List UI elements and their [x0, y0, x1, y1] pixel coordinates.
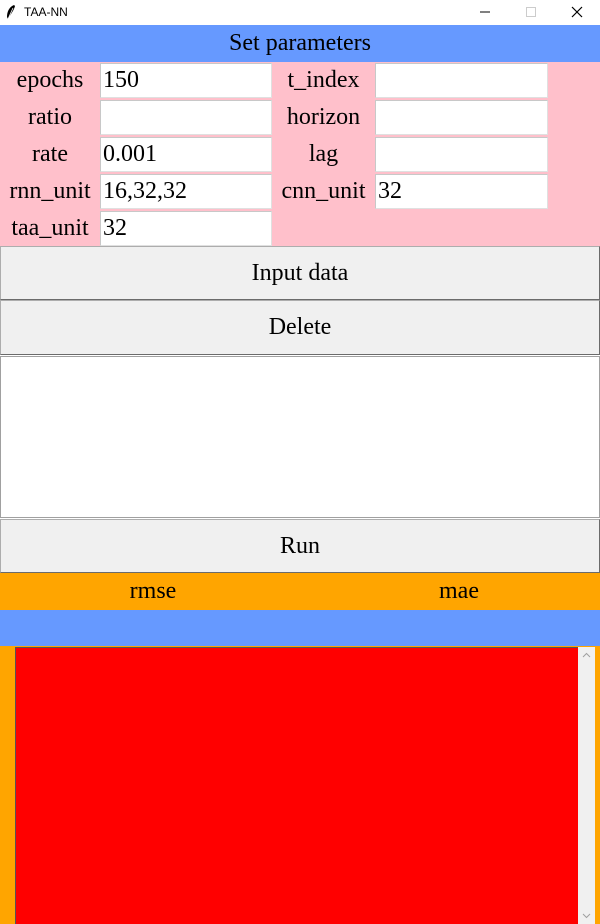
- mae-label: mae: [439, 578, 479, 604]
- output-canvas[interactable]: [15, 647, 578, 924]
- window-titlebar: TAA-NN: [0, 0, 600, 25]
- t-index-input[interactable]: [375, 63, 548, 98]
- lag-input[interactable]: [375, 137, 548, 172]
- cnn-unit-label: cnn_unit: [281, 178, 366, 204]
- epochs-input[interactable]: [100, 63, 272, 98]
- maximize-icon: [526, 7, 536, 17]
- minimize-button[interactable]: [462, 0, 508, 25]
- ratio-input[interactable]: [100, 100, 272, 135]
- horizon-input[interactable]: [375, 100, 548, 135]
- minimize-icon: [480, 11, 490, 13]
- rate-label: rate: [32, 141, 68, 167]
- results-bar: [0, 610, 600, 646]
- input-data-button[interactable]: Input data: [0, 246, 600, 300]
- feather-icon: [7, 5, 15, 20]
- taa-unit-input[interactable]: [100, 211, 272, 246]
- ratio-label: ratio: [28, 104, 72, 130]
- output-scrollbar[interactable]: [578, 647, 595, 924]
- rnn-unit-label: rnn_unit: [9, 178, 91, 204]
- rmse-label: rmse: [129, 578, 177, 604]
- horizon-label: horizon: [286, 104, 361, 130]
- metrics-bar: rmse mae: [0, 573, 600, 610]
- close-button[interactable]: [554, 0, 600, 25]
- cnn-unit-input[interactable]: [375, 174, 548, 209]
- maximize-button[interactable]: [508, 0, 554, 25]
- delete-button[interactable]: Delete: [0, 300, 600, 355]
- scroll-up-icon[interactable]: [578, 647, 595, 664]
- t-index-label: t_index: [287, 67, 360, 93]
- run-button[interactable]: Run: [0, 519, 600, 573]
- taa-unit-label: taa_unit: [11, 215, 89, 241]
- window-title: TAA-NN: [24, 5, 68, 19]
- lag-label: lag: [308, 141, 339, 167]
- section-header: Set parameters: [0, 25, 600, 62]
- close-icon: [571, 6, 583, 18]
- scroll-down-icon[interactable]: [578, 907, 595, 924]
- parameters-panel: epochs t_index ratio horizon rate lag rn…: [0, 62, 600, 246]
- epochs-label: epochs: [16, 67, 84, 93]
- data-textbox[interactable]: [0, 356, 600, 518]
- rate-input[interactable]: [100, 137, 272, 172]
- rnn-unit-input[interactable]: [100, 174, 272, 209]
